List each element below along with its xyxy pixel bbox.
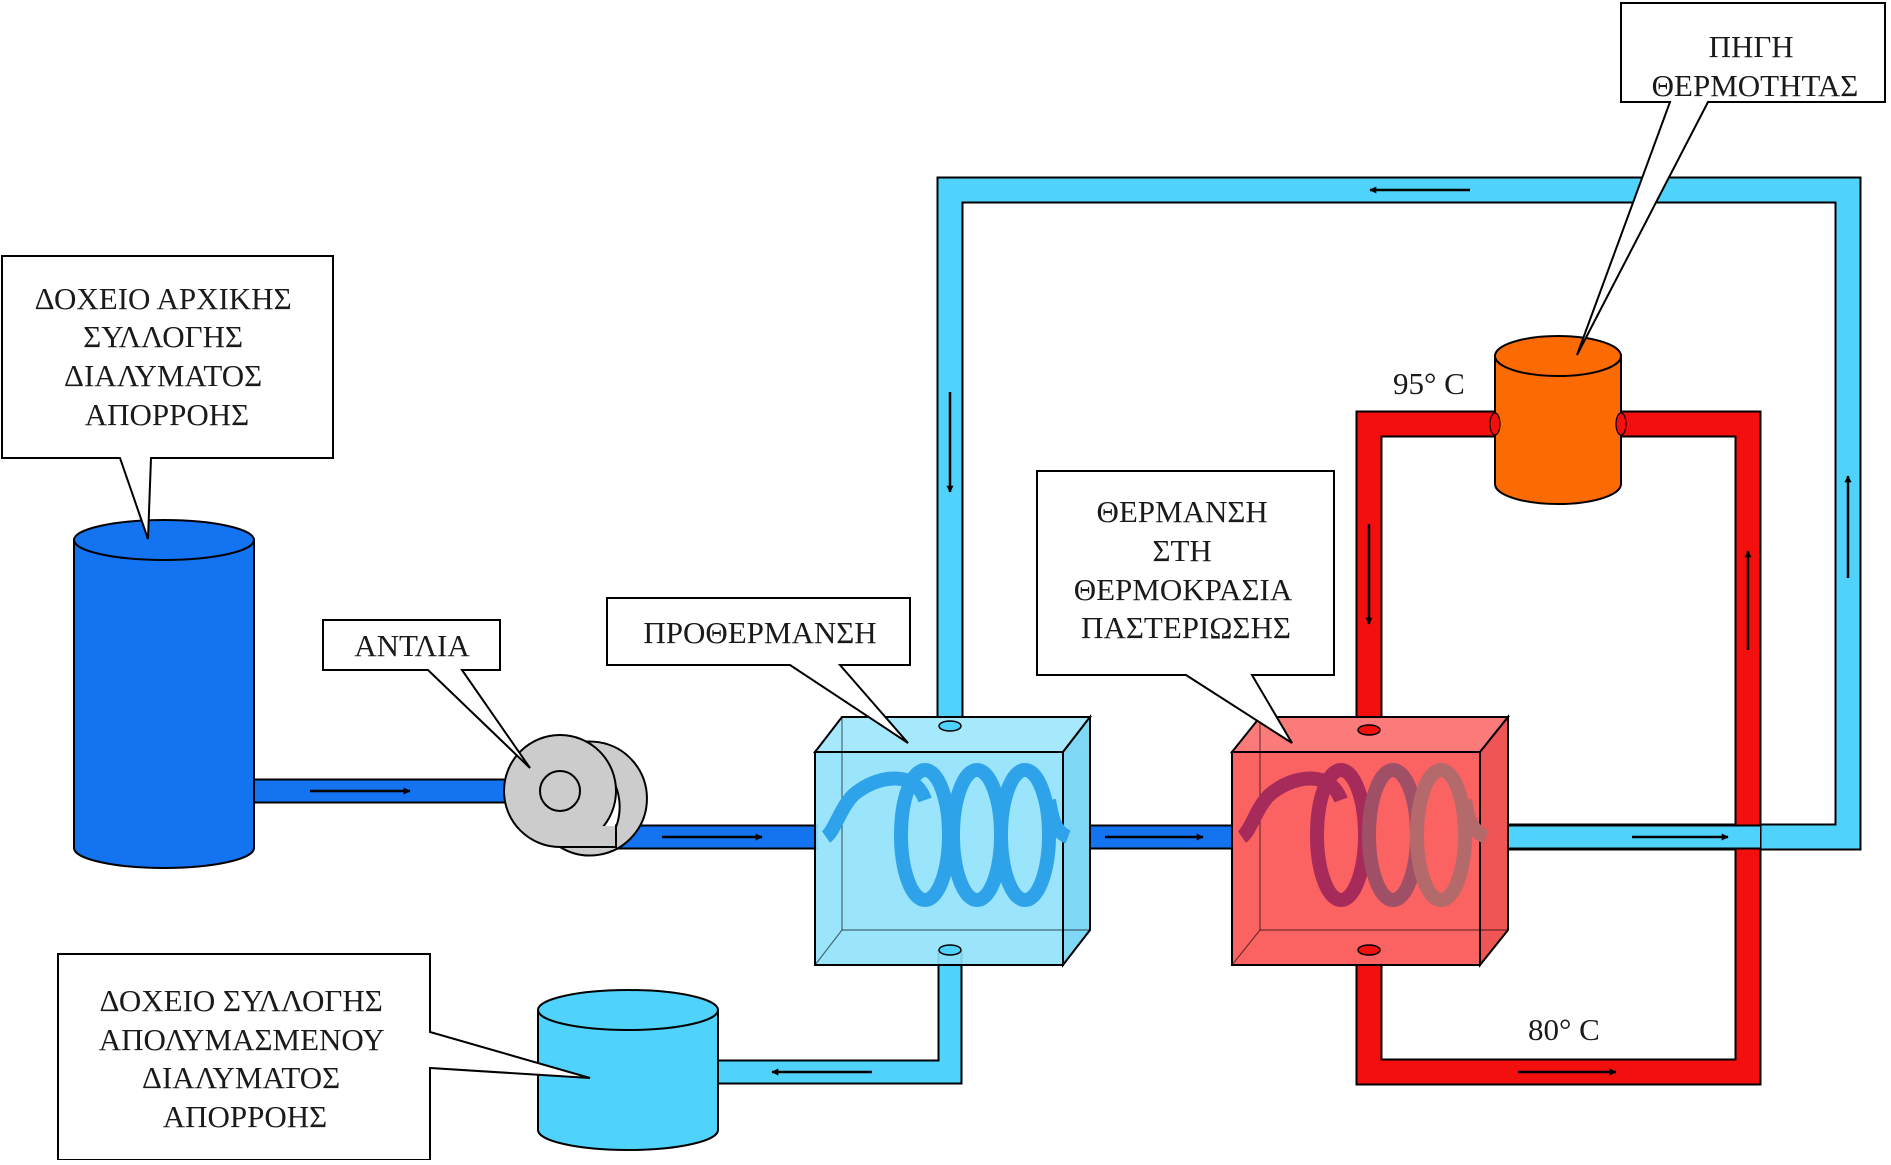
flow-arrows bbox=[310, 186, 1852, 1076]
pasteurization-coil bbox=[1237, 763, 1489, 907]
callout-initial-tank: ΔΟΧΕΙΟ ΑΡΧΙΚΗΣ ΣΥΛΛΟΓΗΣ ΔΙΑΛΥΜΑΤΟΣ ΑΠΟΡΡ… bbox=[1, 255, 334, 540]
heat-source-cylinder bbox=[1489, 335, 1627, 505]
temperature-hot-label: 95° C bbox=[1393, 366, 1465, 401]
callout-pasteurization: ΘΕΡΜΑΝΣΗ ΣΤΗ ΘΕΡΜΟΚΡΑΣΙΑ ΠΑΣΤΕΡΙΩΣΗΣ bbox=[1036, 470, 1335, 744]
hot-water-loop-pipe bbox=[1355, 410, 1762, 1086]
callout-initial-tank-text: ΔΟΧΕΙΟ ΑΡΧΙΚΗΣ ΣΥΛΛΟΓΗΣ ΔΙΑΛΥΜΑΤΟΣ ΑΠΟΡΡ… bbox=[35, 281, 300, 432]
initial-collection-tank bbox=[73, 519, 255, 869]
callout-disinfected-tank: ΔΟΧΕΙΟ ΣΥΛΛΟΓΗΣ ΑΠΟΛΥΜΑΣΜΕΝΟΥ ΔΙΑΛΥΜΑΤΟΣ… bbox=[57, 953, 591, 1161]
drain-pipe bbox=[718, 950, 963, 1085]
callout-preheating-text: ΠΡΟΘΕΡΜΑΝΣΗ bbox=[643, 615, 876, 650]
pump bbox=[503, 734, 648, 857]
callout-pasteurization-text: ΘΕΡΜΑΝΣΗ ΣΤΗ ΘΕΡΜΟΚΡΑΣΙΑ ΠΑΣΤΕΡΙΩΣΗΣ bbox=[1074, 494, 1299, 645]
callout-heat-source-text: ΠΗΓΗ ΘΕΡΜΟΤΗΤΑΣ bbox=[1652, 29, 1859, 103]
temperature-return-label: 80° C bbox=[1528, 1012, 1600, 1047]
callout-pump: ΑΝΤΛΙΑ bbox=[322, 619, 531, 769]
callout-preheating: ΠΡΟΘΕΡΜΑΝΣΗ bbox=[606, 597, 911, 744]
disinfected-collection-tank bbox=[537, 989, 719, 1151]
preheating-coil bbox=[821, 763, 1072, 907]
preheating-exchanger bbox=[812, 714, 1093, 968]
pasteurization-exchanger bbox=[1229, 714, 1511, 968]
callout-disinfected-tank-text: ΔΟΧΕΙΟ ΣΥΛΛΟΓΗΣ ΑΠΟΛΥΜΑΣΜΕΝΟΥ ΔΙΑΛΥΜΑΤΟΣ… bbox=[99, 983, 392, 1134]
callout-pump-text: ΑΝΤΛΙΑ bbox=[354, 628, 470, 663]
callout-heat-source: ΠΗΓΗ ΘΕΡΜΟΤΗΤΑΣ bbox=[1576, 2, 1886, 356]
